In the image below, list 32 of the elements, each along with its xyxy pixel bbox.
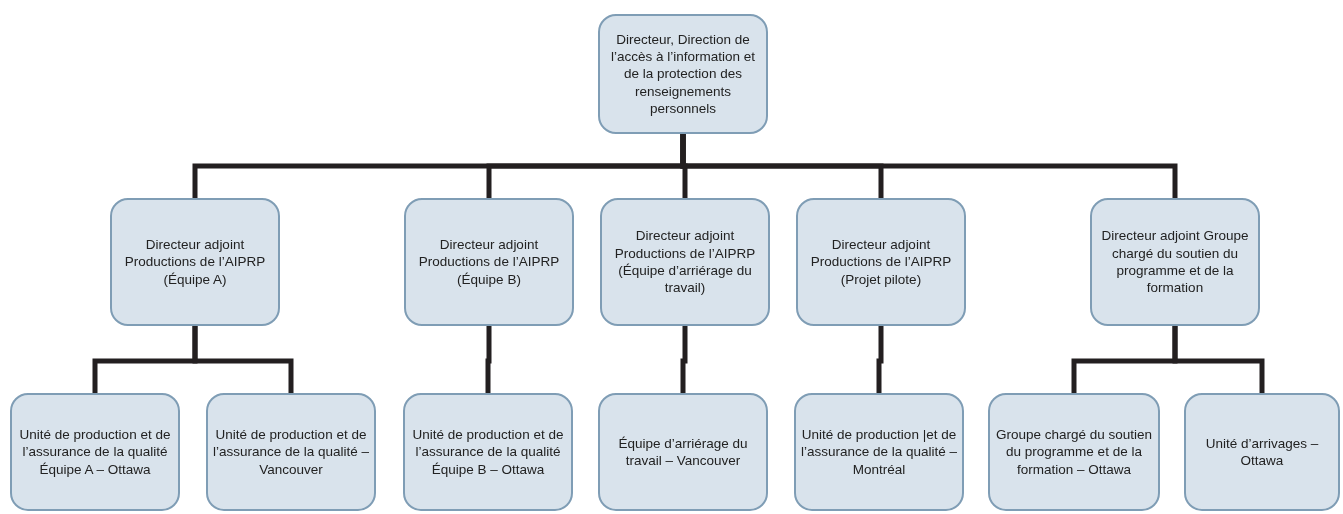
role-text: Équipe d’arriérage du travail – Vancouver (617, 434, 749, 470)
org-box (206, 393, 376, 511)
role-text: Directeur adjoint Productions de l’AIPRP (Projet pilote) (809, 236, 953, 288)
connector-line (876, 326, 884, 393)
org-box (1090, 198, 1260, 326)
org-box (404, 198, 574, 326)
org-box (10, 393, 180, 511)
role-text: Directeur, Direction de l’accès à l’information et de la protection des renseignements personnels (609, 30, 757, 118)
role-text: Unité d’arrivages – Ottawa (1204, 434, 1320, 470)
connector-line (192, 326, 294, 393)
org-box (600, 198, 770, 326)
role-text: Directeur adjoint Productions de l’AIPRP (Équipe d’arriérage du travail) (613, 227, 757, 297)
org-box (403, 393, 573, 511)
org-box (794, 393, 964, 511)
org-box (110, 198, 280, 326)
org-box (598, 393, 768, 511)
connector-line (680, 326, 688, 393)
role-text: Unité de production |et de l’assurance de la qualité – Montréal (799, 426, 959, 478)
org-box (1184, 393, 1340, 511)
org-box (988, 393, 1160, 511)
role-text: Unité de production et de l’assurance de la qualité – Vancouver (211, 426, 371, 478)
org-box (598, 14, 768, 134)
role-text: Groupe chargé du soutien du programme et de la formation – Ottawa (994, 426, 1154, 478)
connector-line (1172, 326, 1265, 393)
role-text: Directeur adjoint Productions de l’AIPRP (Équipe B) (417, 236, 561, 288)
role-text: Directeur adjoint Productions de l’AIPRP (Équipe A) (123, 236, 267, 288)
connector-line (485, 326, 492, 393)
org-box (796, 198, 966, 326)
role-text: Directeur adjoint Groupe chargé du soutien du programme et de la formation (1100, 227, 1250, 297)
role-text: Unité de production et de l’assurance de la qualité Équipe B – Ottawa (411, 426, 565, 478)
role-text: Unité de production et de l’assurance de la qualité Équipe A – Ottawa (18, 426, 172, 478)
connector-line (680, 134, 1178, 198)
